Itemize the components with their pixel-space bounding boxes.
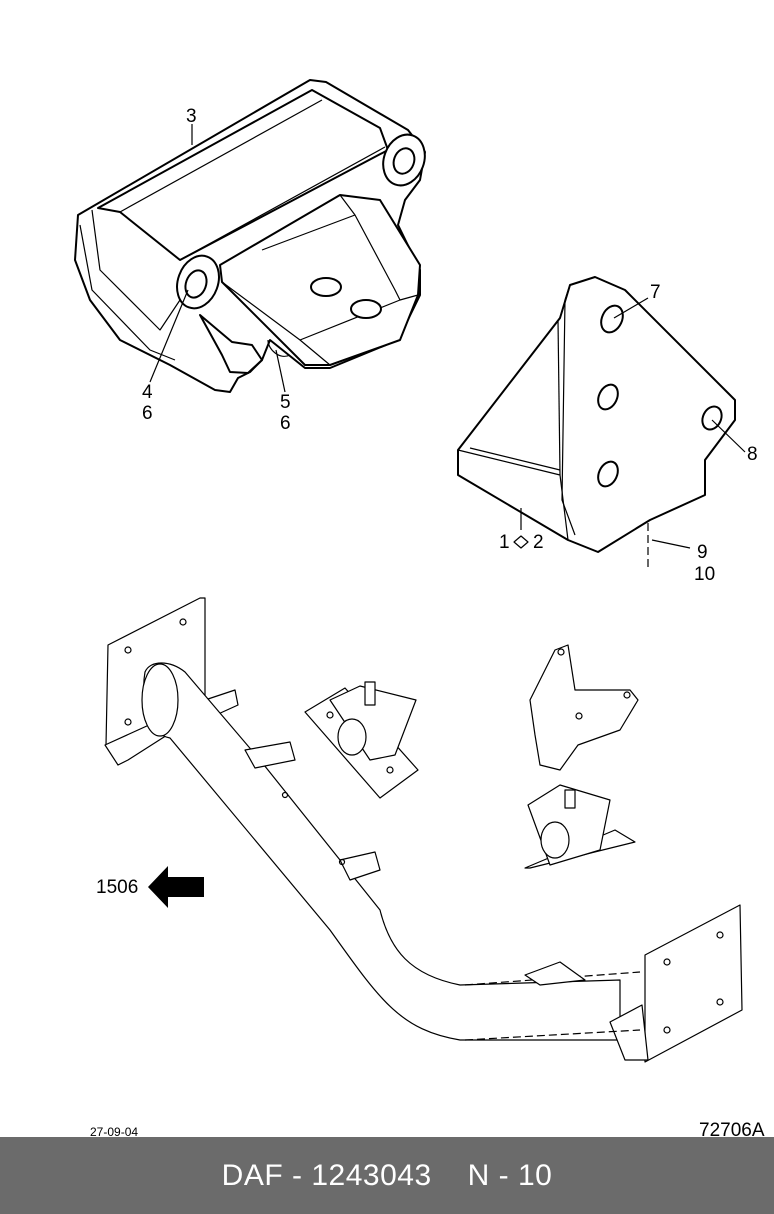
callout-2: 2: [533, 532, 544, 553]
rubber-mount-lower: [524, 784, 636, 869]
date-stamp: 27-09-04: [90, 1125, 138, 1137]
reference-arrow: 1506: [96, 866, 204, 908]
callout-7: 7: [650, 282, 661, 303]
callout-10: 10: [694, 564, 715, 585]
callout-6a: 6: [142, 403, 153, 424]
callout-1: 1: [499, 532, 510, 553]
callout-9: 9: [697, 542, 708, 563]
footer-bar: DAF - 1243043 N - 10: [0, 1137, 774, 1214]
ref-1506-label: 1506: [96, 877, 138, 898]
cross-member-assembly: [104, 597, 743, 1063]
callout-4: 4: [142, 382, 153, 403]
rubber-mount-upper: [304, 681, 419, 799]
callout-8: 8: [747, 444, 758, 465]
part-number: DAF - 1243043: [221, 1158, 432, 1192]
drawing-code: 72706A: [699, 1120, 765, 1137]
callout-5: 5: [280, 392, 291, 413]
bracket-carrier-part: 3 4 6 5 6: [74, 79, 426, 434]
callout-6b: 6: [280, 413, 291, 434]
parts-diagram: 3 4 6 5 6 7 8 1 2 9 10: [74, 79, 765, 1137]
small-bracket-part: [529, 644, 639, 771]
mounting-bracket-part: 7 8 1 2 9 10: [457, 276, 758, 585]
callout-3: 3: [186, 106, 197, 127]
footer-caption: DAF - 1243043 N - 10: [222, 1159, 553, 1193]
page-number: N - 10: [467, 1158, 553, 1192]
